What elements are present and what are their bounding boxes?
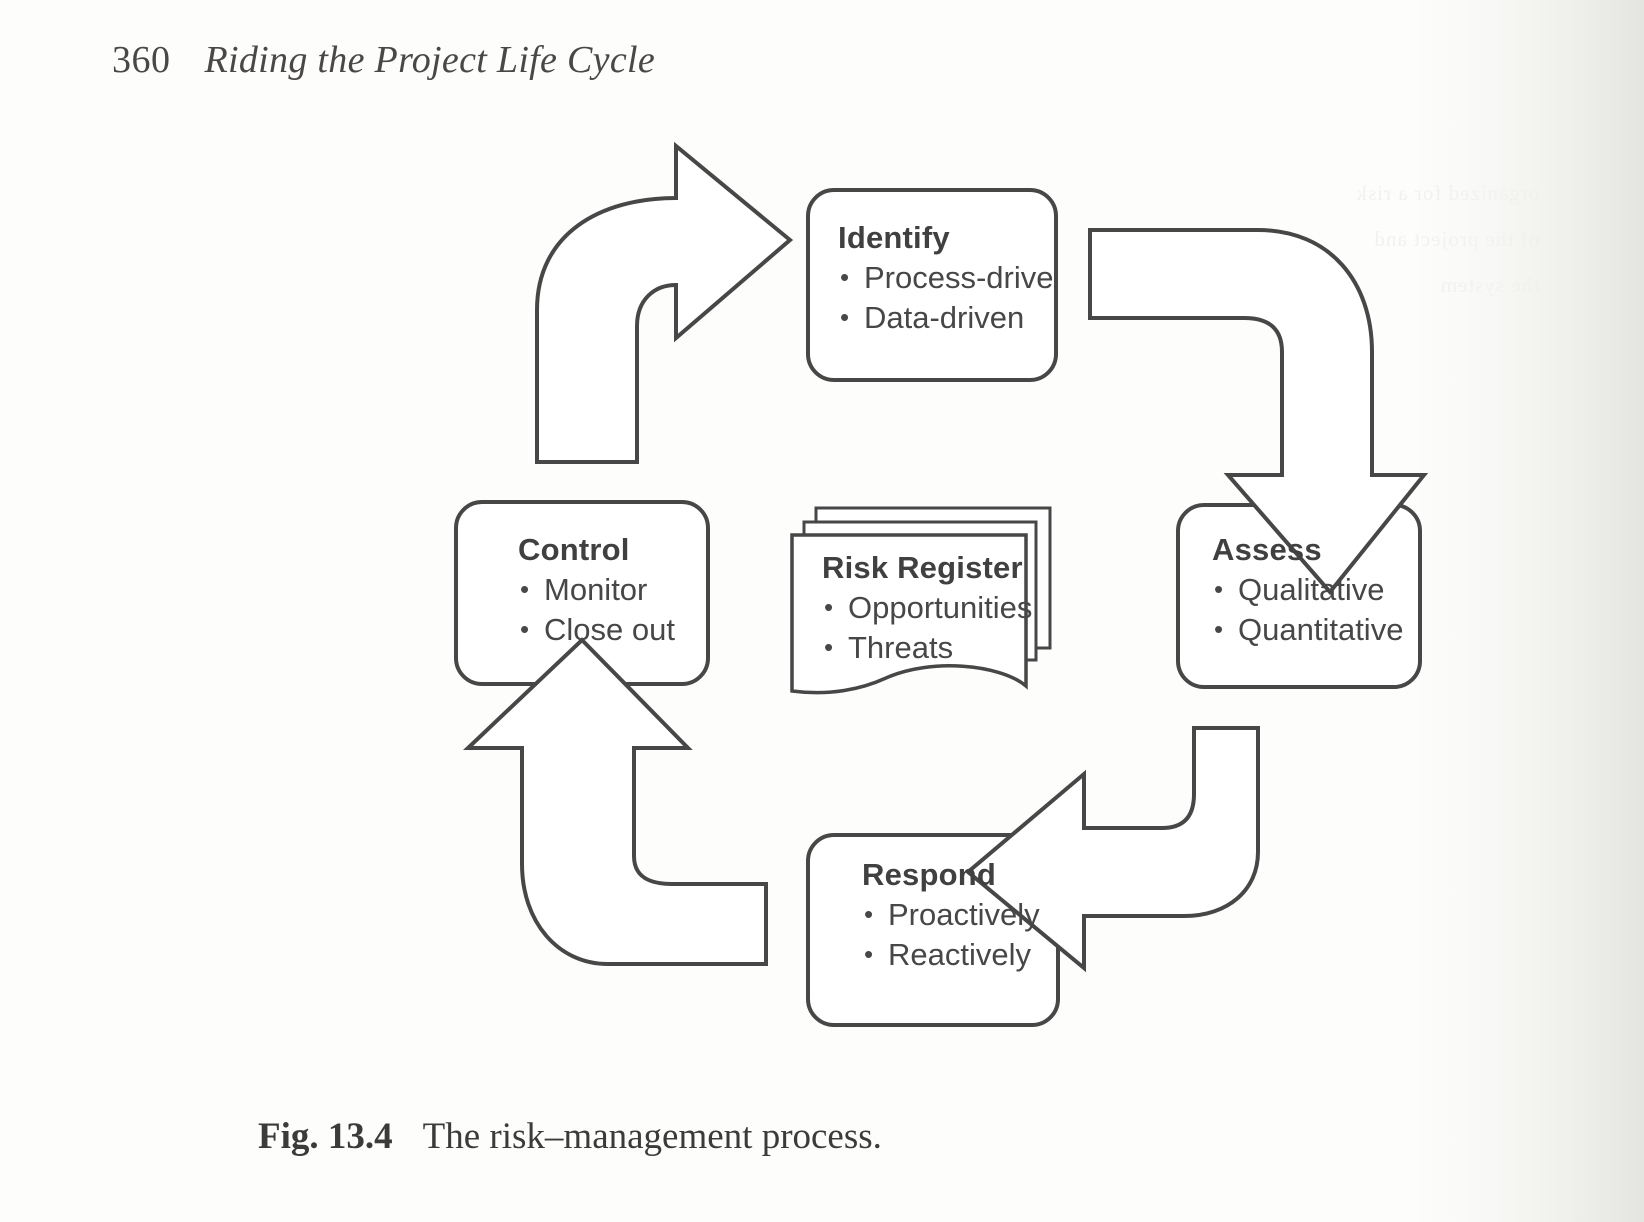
node-assess-list: Qualitative Quantitative — [1212, 569, 1403, 650]
node-identify-title: Identify — [838, 220, 950, 255]
arrow-respond-to-control-shape — [462, 637, 768, 966]
figure-caption-label: Fig. 13.4 — [258, 1116, 393, 1157]
node-respond-title: Respond — [862, 857, 997, 892]
node-control-list: Monitor Close out — [518, 569, 675, 650]
node-risk-register-title: Risk Register — [822, 550, 1023, 585]
page-number: 360 — [112, 39, 171, 81]
running-head: 360 Riding the Project Life Cycle — [112, 38, 655, 82]
list-item: Proactively — [862, 894, 1040, 935]
node-respond[interactable]: Respond Proactively Reactively — [862, 855, 1040, 975]
node-respond-list: Proactively Reactively — [862, 894, 1040, 975]
risk-management-cycle-diagram: Identify Process-drive Data-driven Asses… — [0, 130, 1500, 1060]
list-item: Monitor — [518, 569, 675, 610]
node-assess-title: Assess — [1212, 532, 1322, 567]
arrow-assess-to-respond-shape — [964, 726, 1260, 973]
node-control[interactable]: Control Monitor Close out — [518, 530, 675, 650]
running-head-title: Riding the Project Life Cycle — [204, 39, 656, 81]
list-item: Threats — [822, 627, 1032, 668]
figure-caption-text: The risk–management process. — [422, 1116, 882, 1157]
list-item: Process-drive — [838, 257, 1054, 298]
node-risk-register-list: Opportunities Threats — [822, 587, 1032, 668]
node-control-title: Control — [518, 532, 630, 567]
list-item: Reactively — [862, 934, 1040, 975]
list-item: Qualitative — [1212, 569, 1403, 610]
node-identify[interactable]: Identify Process-drive Data-driven — [838, 218, 1054, 338]
list-item: Quantitative — [1212, 609, 1403, 650]
node-risk-register[interactable]: Risk Register Opportunities Threats — [822, 548, 1032, 668]
arrow-control-to-identify-shape — [535, 141, 794, 464]
node-assess[interactable]: Assess Qualitative Quantitative — [1212, 530, 1403, 650]
figure-caption: Fig. 13.4 The risk–management process. — [258, 1115, 882, 1158]
arrow-identify-to-assess-shape — [1088, 228, 1429, 596]
list-item: Data-driven — [838, 297, 1054, 338]
node-identify-list: Process-drive Data-driven — [838, 257, 1054, 338]
list-item: Close out — [518, 609, 675, 650]
list-item: Opportunities — [822, 587, 1032, 628]
